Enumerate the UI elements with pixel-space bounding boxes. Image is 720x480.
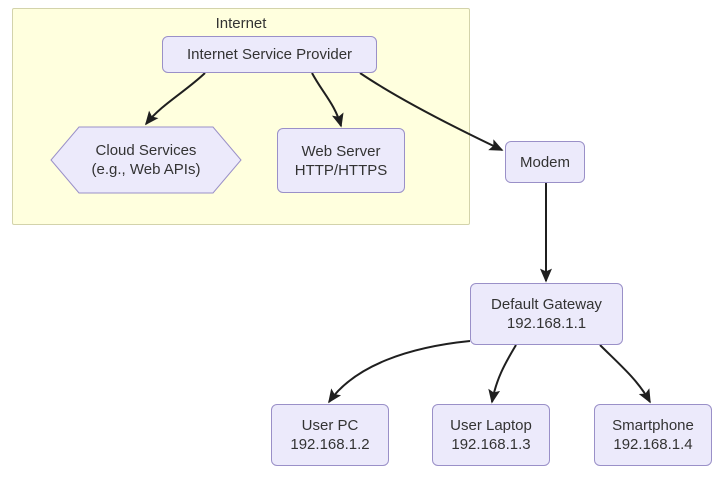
node-internet-service-provider-line-1: Internet Service Provider — [186, 46, 353, 63]
node-modem-line-1: Modem — [519, 153, 571, 171]
node-default-gateway-line-1: Default Gateway — [491, 296, 602, 313]
edge-gateway-to-smartphone — [599, 344, 651, 404]
node-default-gateway[interactable]: Default Gateway 192.168.1.1 — [470, 283, 623, 345]
node-default-gateway-line-2: 192.168.1.1 — [506, 315, 587, 332]
edge-gateway-to-user-laptop — [488, 344, 517, 404]
internet-cluster-title: Internet — [215, 15, 267, 32]
node-label-group: Cloud Services (e.g., Web APIs) — [92, 141, 201, 179]
hexagon-shape-icon — [50, 126, 242, 194]
node-modem[interactable]: Modem — [505, 141, 585, 183]
node-internet-service-provider[interactable]: Internet Service Provider — [162, 36, 377, 73]
node-smartphone[interactable]: Smartphone 192.168.1.4 — [594, 404, 712, 466]
node-user-pc-line-1: User PC — [301, 417, 359, 434]
node-smartphone-line-1: Smartphone — [612, 417, 694, 434]
node-user-pc[interactable]: User PC 192.168.1.2 — [271, 404, 389, 466]
node-user-laptop-line-1: User Laptop — [450, 417, 532, 434]
node-user-laptop[interactable]: User Laptop 192.168.1.3 — [432, 404, 550, 466]
node-cloud-services[interactable]: Cloud Services (e.g., Web APIs) — [50, 126, 242, 194]
node-cloud-services-line-1: Cloud Services — [95, 142, 197, 159]
edge-gateway-to-user-pc — [328, 340, 471, 404]
node-user-laptop-line-2: 192.168.1.3 — [451, 436, 531, 453]
node-user-pc-line-2: 192.168.1.2 — [290, 436, 370, 453]
node-cloud-services-line-2: (e.g., Web APIs) — [91, 161, 201, 178]
node-web-server-line-2: HTTP/HTTPS — [294, 161, 388, 179]
node-smartphone-line-2: 192.168.1.4 — [613, 436, 693, 453]
node-web-server-line-1: Web Server — [301, 142, 381, 160]
